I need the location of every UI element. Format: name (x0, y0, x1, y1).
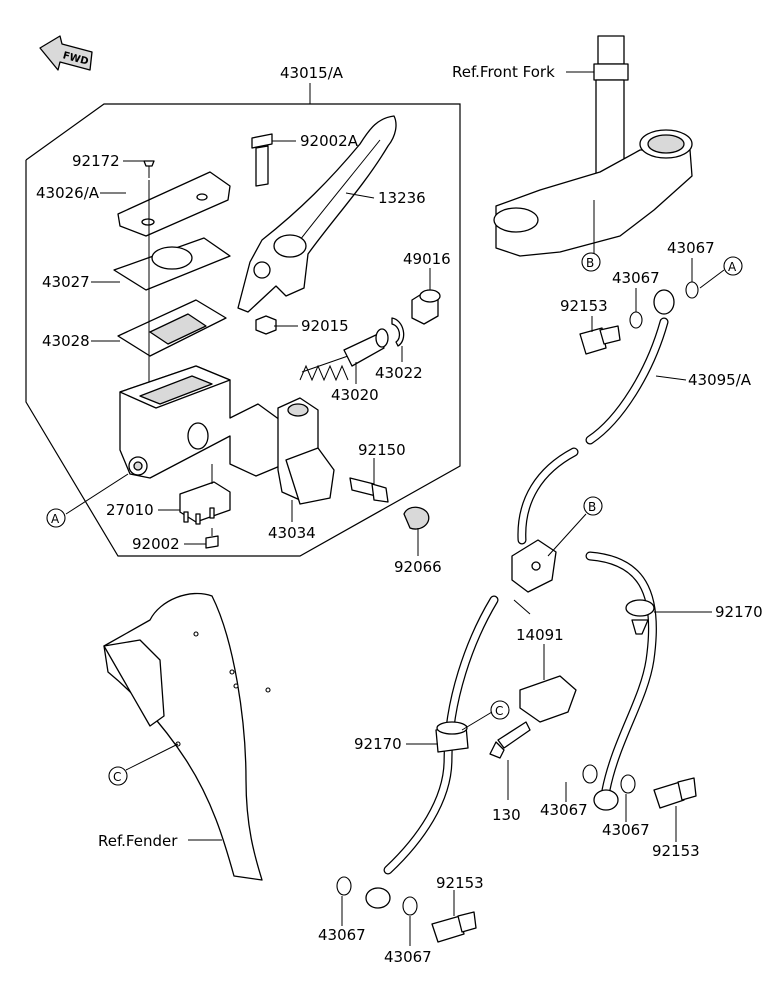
svg-text:B: B (586, 256, 594, 270)
banjo-bolt-top (579, 325, 621, 355)
part-labels: 92172 43026/A 43027 43028 92002A 13236 4… (36, 63, 763, 966)
label-43067-bottom-mid: 43067 (384, 948, 432, 966)
banjo-bolt-right (653, 777, 697, 809)
lower-brake-hose-right (585, 551, 657, 795)
svg-text:C: C (113, 770, 121, 784)
label-27010: 27010 (106, 501, 154, 519)
label-92150: 92150 (358, 441, 406, 459)
label-43067-mid: 43067 (540, 801, 588, 819)
label-92172: 92172 (72, 152, 120, 170)
label-92153-top: 92153 (560, 297, 608, 315)
lever-pivot-bolt (251, 133, 273, 187)
dust-boot (411, 289, 441, 325)
svg-text:A: A (728, 260, 737, 274)
label-92002: 92002 (132, 535, 180, 553)
diaphragm (117, 299, 227, 357)
banjo-fitting-right (593, 789, 619, 811)
lower-triple-clamp (493, 129, 693, 257)
label-92153-right: 92153 (652, 842, 700, 860)
connector-c-hose: C (490, 700, 510, 720)
washer-bottom-left (336, 876, 352, 896)
label-92002a: 92002A (300, 132, 359, 150)
label-13236: 13236 (378, 189, 426, 207)
hose-grommet-left (435, 721, 469, 753)
assembly-frame (25, 83, 461, 557)
label-92170-left: 92170 (354, 735, 402, 753)
piston-assembly (343, 328, 389, 367)
svg-text:B: B (588, 500, 596, 514)
diaphragm-plate (113, 237, 231, 291)
label-92015: 92015 (301, 317, 349, 335)
svg-text:A: A (51, 512, 60, 526)
leader-lines (65, 71, 725, 946)
hose-grommet-right (625, 599, 655, 635)
label-43034: 43034 (268, 524, 316, 542)
washer-top-right (685, 281, 699, 299)
label-43067-top-mid: 43067 (612, 269, 660, 287)
label-43067-top-right: 43067 (667, 239, 715, 257)
handlebar-clamp (277, 397, 335, 505)
banjo-fitting-bottom (365, 887, 391, 909)
reservoir-cap-cover (403, 506, 430, 530)
washer-bottom-mid (402, 896, 418, 916)
banjo-bolt-bottom (431, 911, 477, 943)
label-43095a: 43095/A (688, 371, 752, 389)
washer-mid (582, 764, 598, 784)
clamp-bolt-130 (489, 721, 531, 759)
connector-a-right: A (723, 256, 743, 276)
label-92170-right: 92170 (715, 603, 763, 621)
label-43022: 43022 (375, 364, 423, 382)
washer-right (620, 774, 636, 794)
brake-light-switch (179, 464, 231, 525)
lower-brake-hose-left (383, 595, 499, 875)
hose-joint (511, 539, 557, 593)
hose-clamp-14091 (519, 675, 577, 723)
connector-b-hose: B (583, 496, 603, 516)
label-43067-bottom-left: 43067 (318, 926, 366, 944)
label-ref-front-fork: Ref.Front Fork (452, 63, 555, 81)
front-fender (103, 592, 271, 881)
switch-screw (205, 528, 219, 549)
label-43028: 43028 (42, 332, 90, 350)
label-43020: 43020 (331, 386, 379, 404)
master-cylinder-body (119, 365, 281, 479)
circlip (391, 317, 405, 347)
connector-c-fender: C (108, 766, 128, 786)
label-92153-bottom: 92153 (436, 874, 484, 892)
washer-top-mid (629, 311, 643, 329)
label-43067-right: 43067 (602, 821, 650, 839)
lever-pivot-nut (255, 315, 277, 335)
clamp-bolt (349, 477, 389, 503)
label-ref-fender: Ref.Fender (98, 832, 178, 850)
label-92066: 92066 (394, 558, 442, 576)
fwd-direction-badge: FWD (39, 35, 93, 71)
label-14091: 14091 (516, 626, 564, 644)
connector-b-fork: B (581, 252, 601, 272)
label-130: 130 (492, 806, 521, 824)
svg-text:C: C (495, 704, 503, 718)
piston-spring (299, 355, 349, 382)
label-49016: 49016 (403, 250, 451, 268)
reservoir-cap (117, 171, 231, 237)
brake-lever (237, 115, 397, 313)
label-43027: 43027 (42, 273, 90, 291)
assembly-label: 43015/A (280, 64, 344, 82)
label-43026a: 43026/A (36, 184, 100, 202)
reservoir-cap-screw (143, 160, 155, 178)
connector-a-left: A (46, 508, 66, 528)
upper-brake-hose (517, 289, 675, 545)
